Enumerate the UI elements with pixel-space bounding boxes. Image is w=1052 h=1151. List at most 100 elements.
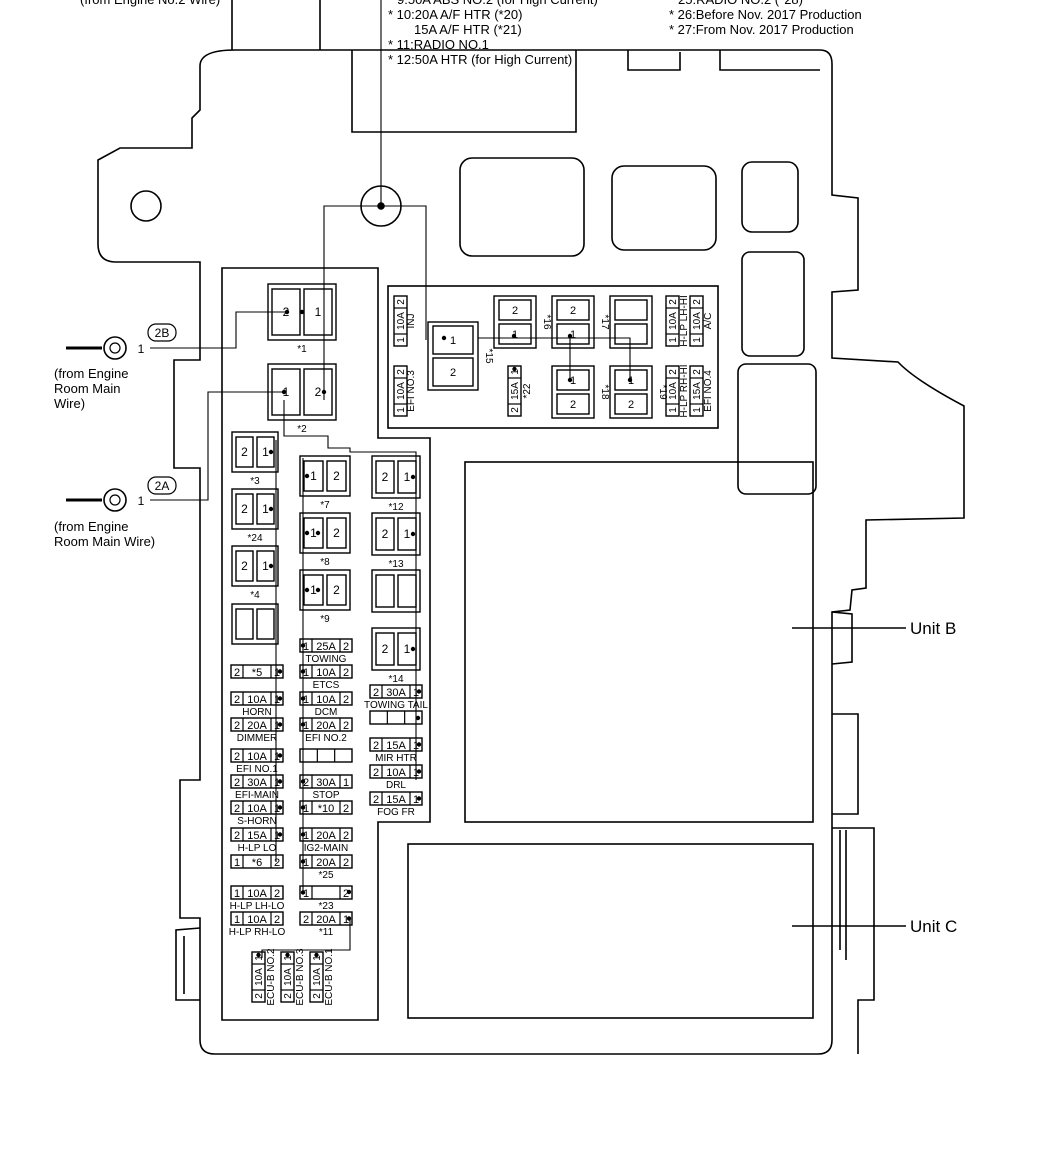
fuse-pin: 1 bbox=[303, 694, 309, 706]
fuse-pin: 1 bbox=[692, 337, 703, 343]
pin-dot bbox=[277, 805, 283, 810]
fuse-hlp-rh-hi bbox=[665, 365, 680, 417]
fuse-hlp-lh-hi bbox=[665, 295, 680, 347]
relay-pin: 2 bbox=[315, 385, 322, 399]
relay-mid-2-cell bbox=[303, 517, 324, 549]
pin-dot bbox=[300, 890, 306, 895]
relay-19-cell bbox=[614, 369, 648, 391]
fuse-right-5 bbox=[369, 791, 423, 806]
relay-mid-2 bbox=[299, 512, 351, 554]
fuse-left-5 bbox=[230, 774, 284, 789]
fuse-label: A/C bbox=[703, 313, 714, 330]
fuse-mid-6 bbox=[299, 774, 353, 789]
fuse-pin: 1 bbox=[274, 751, 280, 763]
fuse-pin: 2 bbox=[234, 720, 240, 732]
fuse-value: 10A bbox=[692, 312, 703, 330]
fuse-pin: 2 bbox=[343, 888, 349, 900]
fuse-value: 20A bbox=[316, 830, 336, 842]
pin-dot bbox=[299, 309, 305, 315]
fuse-pin: 1 bbox=[303, 803, 309, 815]
relay-pin: 2 bbox=[283, 305, 290, 319]
fuse-pin: 2 bbox=[312, 993, 323, 999]
relay-17b-cell bbox=[614, 299, 648, 321]
fuse-pin: 1 bbox=[283, 955, 294, 961]
fuse-11 bbox=[299, 911, 353, 926]
fuse-pin: 1 bbox=[692, 407, 703, 413]
fuse-pin: 1 bbox=[274, 803, 280, 815]
relay-17b bbox=[609, 295, 653, 349]
unit-c-box bbox=[407, 843, 814, 1019]
pin-dot bbox=[627, 377, 633, 383]
pin-dot bbox=[315, 530, 321, 536]
connector-pin: 1 bbox=[138, 494, 145, 508]
fuse-value: *10 bbox=[318, 803, 335, 815]
fuse-left-1 bbox=[230, 664, 284, 679]
relay-right-2-cell bbox=[375, 517, 395, 551]
pin-dot bbox=[277, 669, 283, 674]
fuse-label: ECU-B NO.2 bbox=[266, 948, 277, 1006]
relay-pin: 2 bbox=[241, 559, 248, 573]
relay-note: *3 bbox=[250, 476, 260, 487]
relay-pin: 1 bbox=[310, 526, 317, 540]
fuse-value: 25A bbox=[316, 641, 336, 653]
fuse-right-2 bbox=[369, 710, 423, 725]
fuse-mid-7 bbox=[299, 800, 353, 815]
connector-from: Wire) bbox=[54, 396, 85, 411]
fuse-left-6 bbox=[230, 800, 284, 815]
fuse-pin: 1 bbox=[413, 767, 419, 779]
relay-left-3 bbox=[231, 545, 279, 587]
terminal-ring bbox=[103, 336, 127, 360]
relay-note: *7 bbox=[320, 500, 330, 511]
pin-dot bbox=[277, 722, 283, 727]
relay-note: *13 bbox=[388, 559, 403, 570]
relay-right-3-cell bbox=[375, 574, 395, 608]
fuse-pin: 1 bbox=[234, 914, 240, 926]
fuse-left-4 bbox=[230, 748, 284, 763]
fuse-label: STOP bbox=[312, 790, 339, 801]
relay-note: *17 bbox=[599, 314, 610, 329]
relay-note: *9 bbox=[320, 614, 330, 625]
fuse-pin: 2 bbox=[343, 694, 349, 706]
fuse-pin: 2 bbox=[373, 687, 379, 699]
fuse-pin: 1 bbox=[274, 830, 280, 842]
relay-pin: 1 bbox=[315, 305, 322, 319]
relay-note: *19 bbox=[657, 384, 668, 399]
fuse-pin: 1 bbox=[343, 914, 349, 926]
fuse-ecu-3 bbox=[309, 951, 324, 1003]
fuse-pin: 2 bbox=[234, 694, 240, 706]
pin-dot bbox=[410, 646, 416, 652]
pin-dot bbox=[300, 722, 306, 727]
relay-pin: 1 bbox=[450, 335, 456, 347]
fuse-pin: 1 bbox=[413, 740, 419, 752]
fuse-pin: 2 bbox=[274, 888, 280, 900]
fuse-value: 15A bbox=[510, 382, 521, 400]
relay-pin: 2 bbox=[241, 445, 248, 459]
relay-note: *4 bbox=[250, 590, 260, 601]
wire-center bbox=[323, 0, 427, 400]
pin-dot bbox=[416, 796, 422, 801]
fuse-pin: 1 bbox=[510, 369, 521, 375]
relay-left-2 bbox=[231, 488, 279, 530]
fuse-value: 15A bbox=[386, 794, 406, 806]
fuse-pin: 2 bbox=[234, 803, 240, 815]
fuse-mid-3 bbox=[299, 691, 353, 706]
relay-17-cell bbox=[556, 299, 590, 321]
pin-dot bbox=[512, 366, 517, 372]
relay-1-cell bbox=[271, 288, 301, 336]
fuse-ecu-2 bbox=[280, 951, 295, 1003]
fuse-left-2 bbox=[230, 691, 284, 706]
top-tab-mid bbox=[351, 50, 577, 133]
relay-mid-3-cell bbox=[326, 574, 347, 606]
pin-dot bbox=[285, 952, 290, 958]
fuse-label: FOG FR bbox=[377, 807, 415, 818]
fuse-left-8 bbox=[230, 854, 284, 869]
relay-18-cell bbox=[556, 393, 590, 415]
relay-15-cell bbox=[432, 357, 474, 387]
relay-pin: 2 bbox=[333, 526, 340, 540]
pin-dot bbox=[268, 563, 274, 569]
fuse-value: 10A bbox=[668, 382, 679, 400]
connector-tag bbox=[147, 476, 177, 495]
fuse-label: EFI NO.3 bbox=[406, 370, 417, 412]
fuse-value: *6 bbox=[252, 857, 262, 869]
top-tab-left bbox=[231, 0, 321, 50]
